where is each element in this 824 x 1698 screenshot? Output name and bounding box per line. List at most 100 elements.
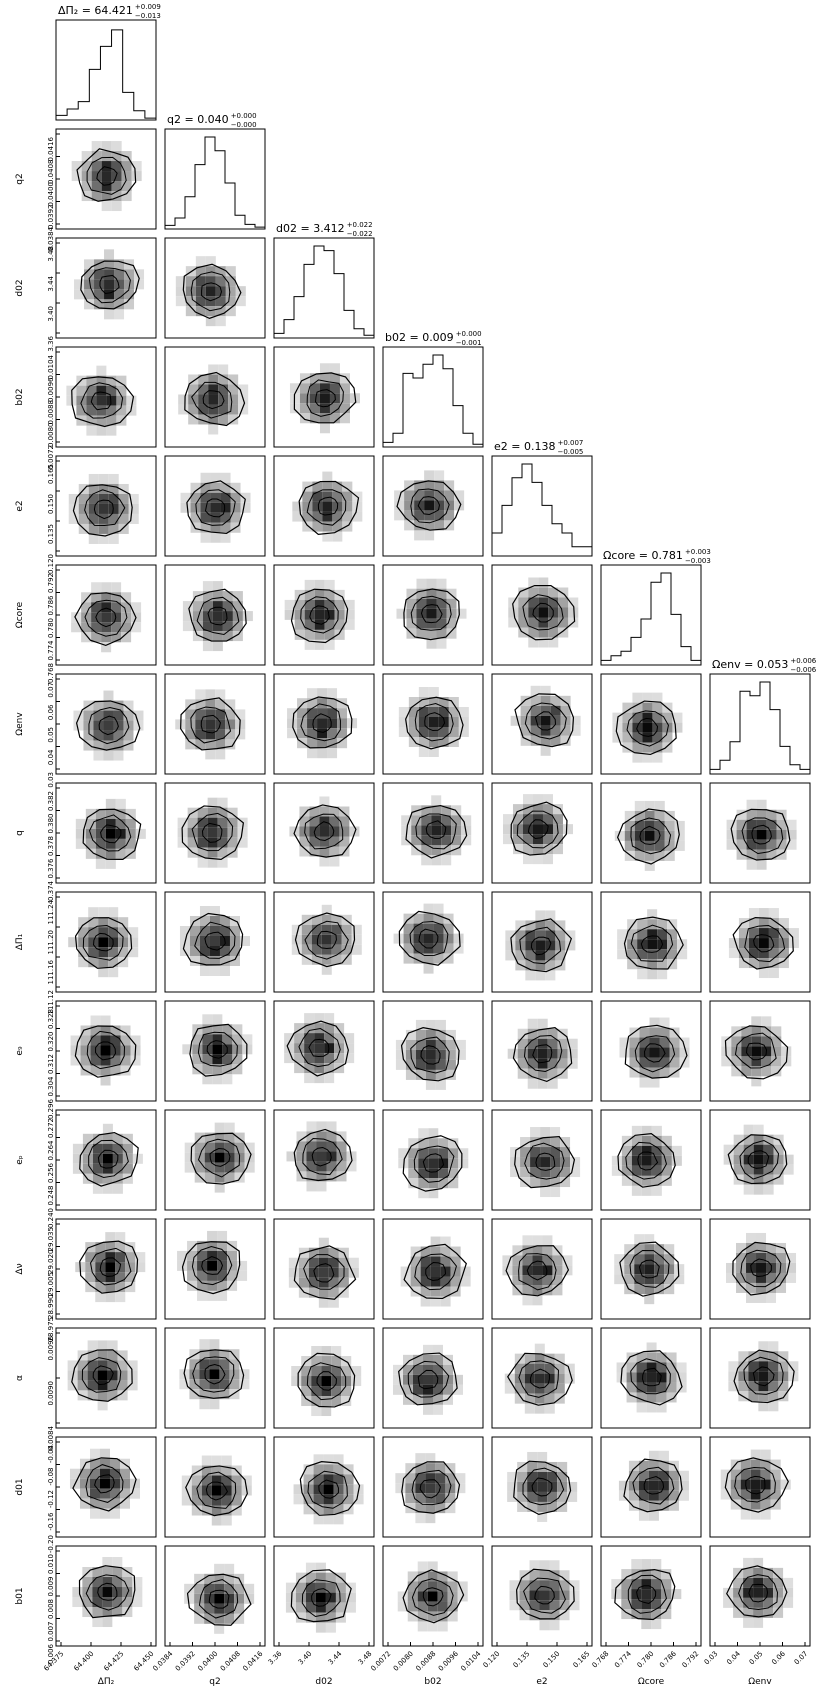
density-cell [545,930,556,941]
density-cell [88,493,99,504]
density-cell [93,730,104,741]
density-cell [71,161,82,172]
density-cell [622,702,633,713]
density-cell [652,702,663,713]
density-cell [768,928,779,939]
density-cell [413,953,424,964]
density-cell [199,955,210,966]
density-cell [560,1147,571,1158]
density-cell [333,1504,344,1515]
density-cell [209,925,220,936]
density-cell [460,1266,471,1277]
density-cell [98,927,109,938]
histogram-line [164,136,266,229]
contour-line [88,707,130,745]
density-cell [237,1270,248,1281]
panel-10-6 [709,1109,811,1211]
contour-line [95,1041,116,1061]
contour-line [510,801,568,856]
density-cell [751,1046,762,1057]
density-cell [540,1137,551,1148]
density-cell [416,598,427,609]
density-cell [637,919,648,930]
density-cell [440,1276,451,1287]
density-cell [656,1352,667,1363]
density-cell [109,1478,120,1489]
density-cell [418,1138,429,1149]
density-cell [329,413,340,424]
density-cell [108,957,119,968]
density-cell [195,296,206,307]
density-cell [763,1607,774,1618]
density-cell [284,1043,295,1054]
density-cell [554,1363,565,1374]
histogram-line [273,245,375,338]
contour-line [92,1365,114,1386]
density-cell [207,1230,218,1241]
density-cell [425,1039,436,1050]
density-cell [461,815,472,826]
panel-5-3 [382,564,484,666]
density-cell [319,423,330,434]
density-cell [631,1135,642,1146]
density-cell [322,471,333,482]
density-cell [353,1494,364,1505]
contour-line [750,1258,772,1278]
density-cell [616,1362,627,1373]
density-cell [408,1178,419,1189]
density-cell [321,1376,332,1387]
density-cell [448,1168,459,1179]
density-cell [723,1154,734,1165]
contour-line [318,1479,339,1499]
density-cell [758,908,769,919]
density-cell [540,1167,551,1178]
density-cell [405,1493,416,1504]
density-cell [614,1264,625,1275]
contour-line [411,1469,452,1506]
density-cell [758,1371,769,1382]
y-axis-label: ΔΠ₁ [15,933,25,950]
density-cell [108,907,119,918]
density-cell [783,1597,794,1608]
density-cell [345,1602,356,1613]
density-cell [90,1035,101,1046]
density-cell [78,947,89,958]
density-cell [115,1232,126,1243]
density-cell [102,1557,113,1568]
density-cell [522,1255,533,1266]
density-cell [316,1151,327,1162]
density-cell [411,815,422,826]
density-cell [528,577,539,588]
y-tick-label: 0.0408 [47,160,55,185]
density-cell [621,1165,632,1176]
density-cell [614,1254,625,1265]
density-cell [189,945,200,956]
contour-line [190,271,231,312]
density-cell [81,181,92,192]
density-cell [103,730,114,741]
density-cell [242,1034,253,1045]
density-cell [395,1473,406,1484]
density-cell [328,1267,339,1278]
density-cell [115,798,126,809]
density-cell [329,383,340,394]
density-cell [567,1481,578,1492]
density-cell [733,1577,744,1588]
density-cell [539,1570,550,1581]
density-cell [103,690,114,701]
density-cell [626,1352,637,1363]
density-cell [664,1244,675,1255]
density-cell [529,1590,540,1601]
density-cell [101,622,112,633]
density-cell [305,1572,316,1583]
density-cell [514,1383,525,1394]
density-cell [417,1601,428,1612]
density-cell [120,1025,131,1036]
density-cell [202,611,213,622]
density-cell [756,1282,767,1293]
density-cell [547,1028,558,1039]
density-cell [225,719,236,730]
density-cell [207,1280,218,1291]
density-cell [101,181,112,192]
contour-line [644,1043,666,1063]
